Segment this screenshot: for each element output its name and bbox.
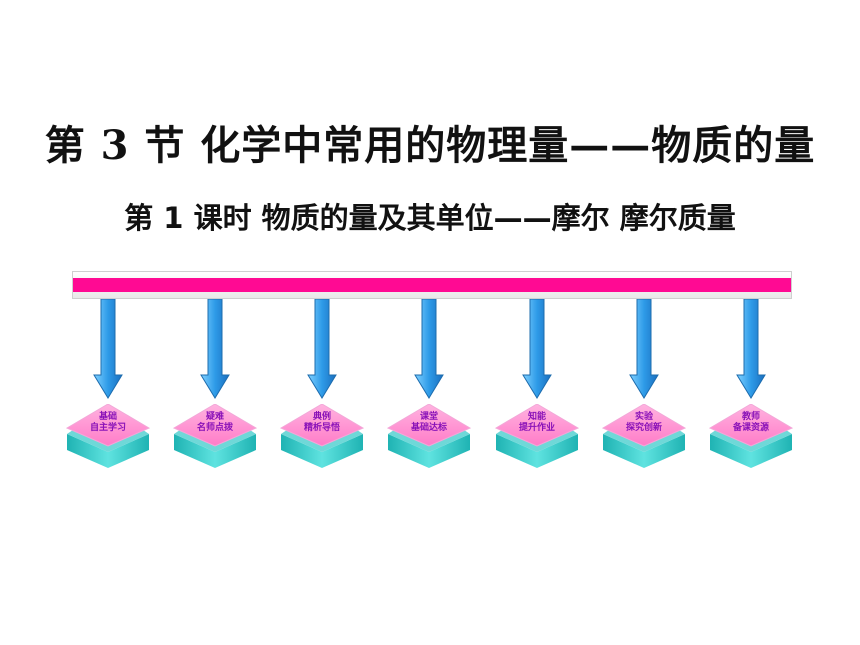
nav-button-label: 实验 探究创新	[625, 412, 662, 433]
tile-icon	[65, 404, 151, 468]
tile-icon	[494, 404, 580, 468]
slide-subtitle: 第 1 课时 物质的量及其单位——摩尔 摩尔质量	[124, 201, 736, 235]
tile-icon	[172, 404, 258, 468]
down-arrow-icon	[93, 299, 123, 399]
nav-button-example-analysis[interactable]: 典例 精析导悟	[279, 404, 365, 470]
nav-buttons: 基础 自主学习 疑难 名师点拨 典例 精析导悟	[60, 404, 800, 474]
tile-icon	[279, 404, 365, 468]
nav-button-teacher-resources[interactable]: 教师 备课资源	[708, 404, 794, 470]
down-arrow-icon	[414, 299, 444, 399]
down-arrow-icon	[307, 299, 337, 399]
down-arrow-icon	[736, 299, 766, 399]
nav-button-experiment[interactable]: 实验 探究创新	[601, 404, 687, 470]
nav-button-label: 基础 自主学习	[89, 412, 126, 433]
nav-button-label: 知能 提升作业	[518, 412, 555, 433]
slide-title: 第 3 节 化学中常用的物理量——物质的量	[44, 122, 816, 169]
nav-button-label: 教师 备课资源	[732, 412, 769, 433]
nav-button-homework[interactable]: 知能 提升作业	[494, 404, 580, 470]
tile-icon	[601, 404, 687, 468]
nav-button-basic-self-study[interactable]: 基础 自主学习	[65, 404, 151, 470]
nav-button-label: 典例 精析导悟	[303, 412, 340, 433]
nav-button-classroom-basics[interactable]: 课堂 基础达标	[386, 404, 472, 470]
down-arrow-icon	[200, 299, 230, 399]
nav-button-expert-tips[interactable]: 疑难 名师点拨	[172, 404, 258, 470]
nav-button-label: 疑难 名师点拨	[196, 412, 233, 433]
tile-icon	[386, 404, 472, 468]
arrows-row	[60, 299, 800, 399]
down-arrow-icon	[629, 299, 659, 399]
tile-icon	[708, 404, 794, 468]
down-arrow-icon	[522, 299, 552, 399]
divider-bar	[72, 271, 792, 299]
divider-bar-fill	[73, 278, 791, 292]
nav-button-label: 课堂 基础达标	[410, 412, 447, 433]
